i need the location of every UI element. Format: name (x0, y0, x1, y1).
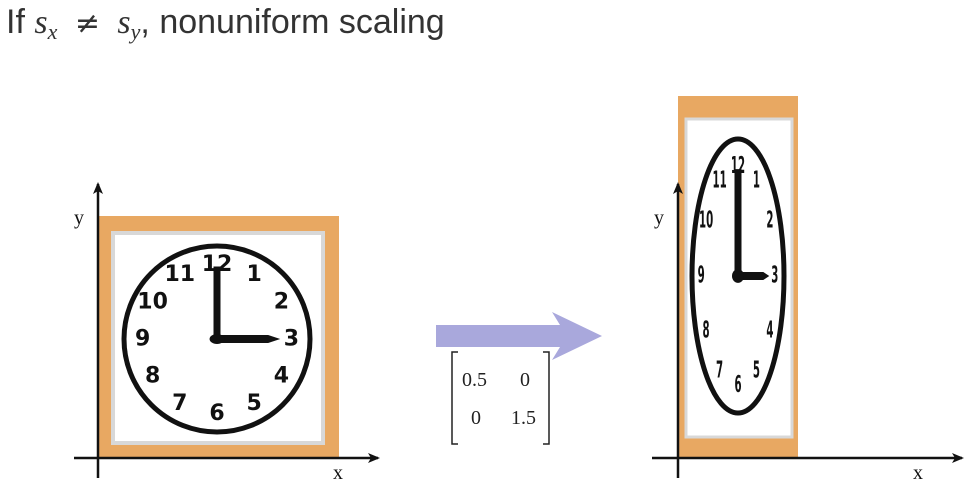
right-clock-numeral: 8 (703, 318, 710, 344)
matrix-right-bracket (543, 351, 550, 445)
not-equal-symbol: ≠ (74, 6, 100, 41)
right-clock-numeral: 6 (734, 373, 741, 399)
left-clock-numeral: 4 (274, 364, 289, 389)
right-clock-numeral: 12 (731, 153, 745, 179)
left-y-axis-label: y (74, 207, 84, 229)
matrix-entry-01: 0 (520, 369, 530, 391)
sx-symbol: sx (34, 4, 58, 44)
right-clock-numeral: 2 (766, 208, 773, 234)
left-clock-numeral: 10 (137, 289, 168, 314)
left-clock-numeral: 2 (274, 289, 289, 314)
left-clock-numeral: 8 (145, 364, 160, 389)
matrix-entry-00: 0.5 (462, 369, 487, 391)
matrix-entry-10: 0 (471, 407, 481, 429)
title-comma: , (140, 3, 150, 41)
right-clock-hub (732, 269, 744, 283)
right-x-axis-label: x (913, 462, 923, 483)
left-clock-numeral: 1 (247, 262, 262, 287)
left-clock-numeral: 6 (209, 401, 224, 426)
left-x-axis-label: x (333, 462, 343, 483)
left-clock-numeral: 5 (247, 391, 262, 416)
right-clock-numeral: 1 (753, 168, 760, 194)
sy-symbol: sy (117, 4, 141, 44)
right-clock-numeral: 10 (699, 208, 713, 234)
right-clock-numeral: 5 (753, 358, 760, 384)
matrix-left-bracket (451, 351, 458, 445)
left-clock-hour-hand (217, 335, 281, 343)
left-clock-numeral: 9 (135, 327, 150, 352)
right-clock-numeral: 9 (698, 263, 705, 289)
right-clock-numeral: 4 (766, 318, 773, 344)
title-prefix: If (6, 3, 25, 41)
transform-arrow (436, 312, 602, 360)
left-clock-numeral: 7 (172, 391, 187, 416)
left-clock-numeral: 3 (284, 327, 299, 352)
right-clock-numeral: 11 (713, 168, 727, 194)
transform-group: 0.5 0 0 1.5 (436, 312, 602, 445)
page-title: If sx ≠ sy, nonuniform scaling (6, 0, 445, 54)
left-clock-hub (209, 334, 225, 344)
right-clock-numeral: 3 (771, 263, 778, 289)
title-text: nonuniform scaling (159, 3, 445, 41)
right-clock-numeral: 7 (716, 358, 723, 384)
right-clock-hour-hand (738, 272, 770, 280)
left-clock-numeral: 11 (164, 262, 195, 287)
matrix-entry-11: 1.5 (511, 407, 536, 429)
scaling-matrix: 0.5 0 0 1.5 (451, 351, 550, 445)
right-y-axis-label: y (654, 207, 664, 229)
